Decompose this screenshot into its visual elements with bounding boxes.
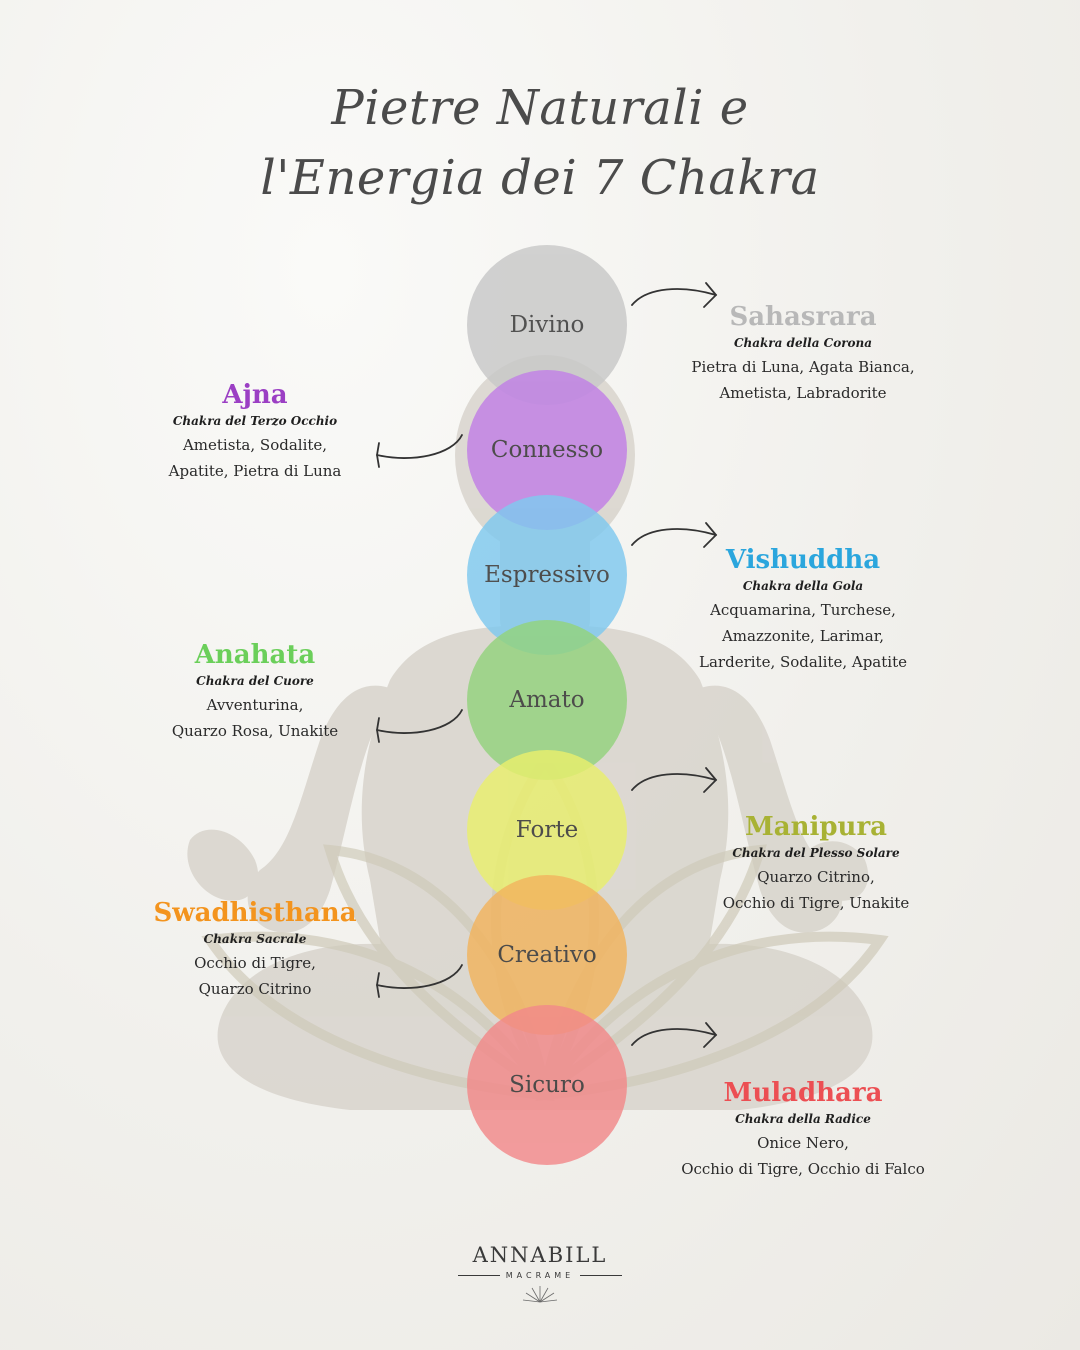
chakra-subtitle: Chakra della Corona	[733, 336, 873, 350]
chakra-name: Sahasrara	[729, 302, 877, 332]
chakra-subtitle: Chakra del Plesso Solare	[732, 846, 900, 860]
title-line-1: Pietre Naturali e	[331, 80, 749, 136]
chakra-name: Manipura	[744, 812, 888, 842]
chakra-subtitle: Chakra della Radice	[735, 1112, 871, 1126]
title-line-2: l'Energia dei 7 Chakra	[260, 150, 820, 206]
chakra-circle-muladhara: Sicuro	[467, 1005, 627, 1165]
chakra-subtitle: Chakra della Gola	[742, 579, 864, 593]
chakra-name: Anahata	[194, 640, 316, 670]
chakra-stones: Pietra di Luna, Agata Bianca, Ametista, …	[691, 358, 915, 402]
sun-rays-icon	[522, 1286, 558, 1303]
chakra-circle-label: Connesso	[490, 437, 604, 463]
chakra-stones: Occhio di Tigre, Quarzo Citrino	[194, 954, 316, 998]
chakra-stones: Avventurina, Quarzo Rosa, Unakite	[171, 696, 339, 740]
chakra-circle-label: Forte	[515, 817, 579, 843]
chakra-circle-label: Sicuro	[509, 1072, 585, 1098]
chakra-circle-manipura: Forte	[467, 750, 627, 910]
chakra-subtitle: Chakra Sacrale	[203, 932, 307, 946]
chakra-circle-label: Espressivo	[484, 562, 610, 588]
chakra-name: Vishuddha	[725, 545, 881, 575]
chakra-stones: Onice Nero, Occhio di Tigre, Occhio di F…	[681, 1134, 925, 1178]
chakra-name: Ajna	[222, 380, 288, 410]
brand-subtitle: MACRAME	[505, 1271, 575, 1280]
chakra-stones: Ametista, Sodalite, Apatite, Pietra di L…	[168, 436, 342, 480]
chakra-subtitle: Chakra del Cuore	[196, 674, 314, 688]
chakra-stones: Acquamarina, Turchese, Amazzonite, Larim…	[699, 601, 907, 671]
chakra-circle-label: Creativo	[497, 942, 597, 968]
brand-logo: ANNABILL MACRAME	[440, 1243, 640, 1310]
chakra-circle-label: Divino	[509, 312, 585, 338]
chakra-name: Swadhisthana	[153, 898, 357, 928]
chakra-name: Muladhara	[723, 1078, 883, 1108]
brand-name: ANNABILL	[472, 1243, 608, 1267]
chakra-circle-label: Amato	[509, 687, 585, 713]
chakra-stones: Quarzo Citrino, Occhio di Tigre, Unakite	[722, 868, 910, 912]
chakra-subtitle: Chakra del Terzo Occhio	[172, 414, 338, 428]
